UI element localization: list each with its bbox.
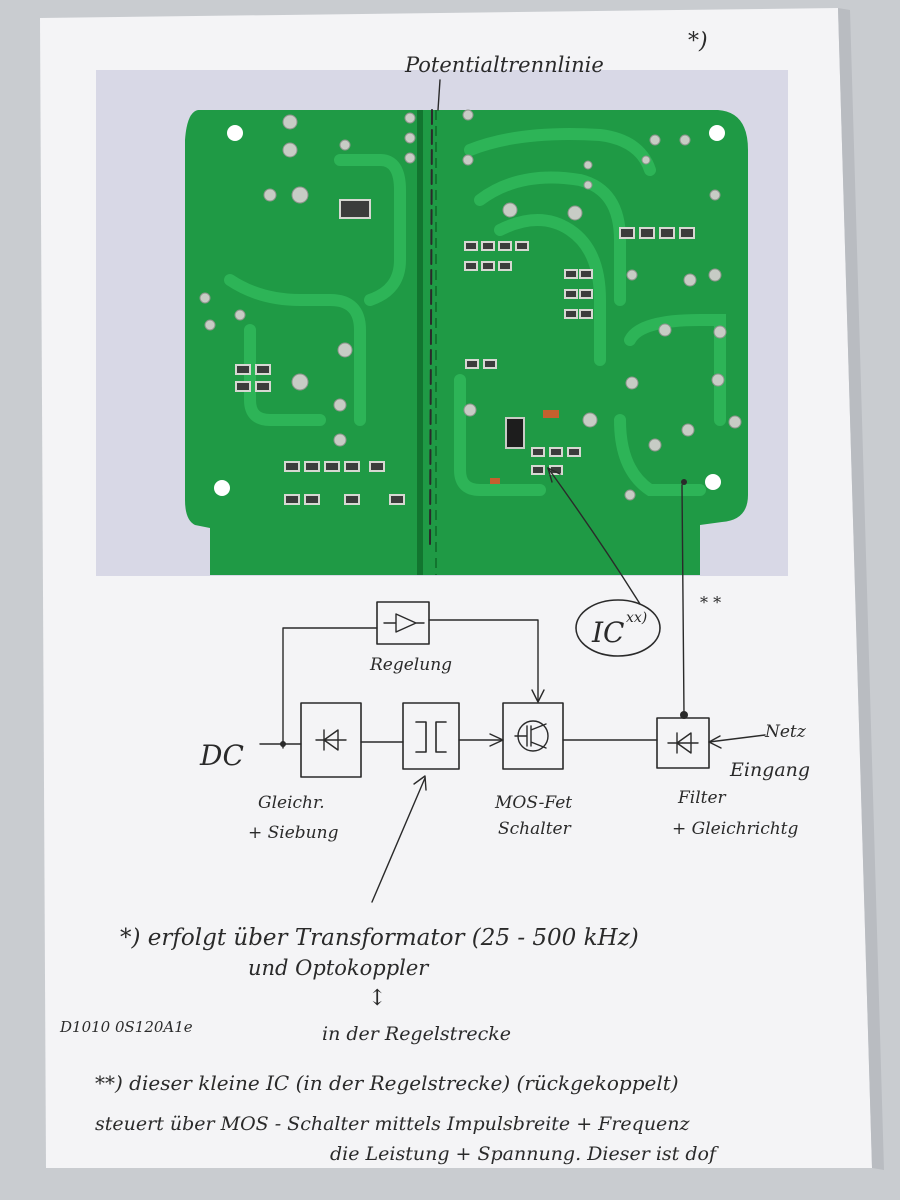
mosfet-label-2: Schalter — [498, 819, 572, 839]
regelung-block — [376, 601, 430, 645]
mounting-hole — [705, 474, 721, 490]
gleichrichter-label-2: + Siebung — [248, 823, 339, 843]
mounting-hole — [214, 480, 230, 496]
ic-callout-label: IC — [591, 616, 624, 649]
filter-block — [656, 717, 710, 769]
diode-component — [543, 410, 559, 418]
dc-label: DC — [199, 739, 244, 772]
potential-line-label: Potentialtrennlinie — [404, 53, 604, 77]
mosfet-block — [502, 702, 564, 770]
solder-pads — [199, 109, 742, 501]
eingang-label: Eingang — [729, 759, 810, 781]
potential-line-footnote-mark: *) — [688, 29, 708, 54]
mosfet-label-1: MOS-Fet — [494, 793, 572, 813]
netz-label: Netz — [764, 722, 807, 742]
gleichrichter-label-1: Gleichr. — [258, 793, 325, 813]
gleichrichter-block — [300, 702, 362, 778]
note1-arrow: ↕ — [368, 986, 386, 1011]
note2-line3: die Leistung + Spannung. Dieser ist dof — [330, 1143, 719, 1165]
transformer-block — [402, 702, 460, 770]
block-diagram — [259, 601, 766, 903]
pencil-mark: * * — [700, 593, 721, 612]
filter-label-1: Filter — [677, 788, 727, 808]
note1-line3: in der Regelstrecke — [322, 1023, 511, 1045]
mirror-print-bleed: D1010 0S120A1e — [59, 1018, 193, 1036]
regelung-label: Regelung — [369, 655, 452, 675]
pcb-photo — [96, 70, 788, 576]
potential-line-annotation — [429, 79, 441, 546]
ic-callout — [547, 467, 688, 719]
filter-label-2: + Gleichrichtg — [672, 819, 798, 839]
note1-line1: *) erfolgt über Transformator (25 - 500 … — [120, 925, 639, 951]
note2-line1: **) dieser kleine IC (in der Regelstreck… — [95, 1071, 679, 1095]
small-ic-chip — [505, 417, 525, 449]
smd-components — [235, 199, 695, 505]
note2-line2: steuert über MOS - Schalter mittels Impu… — [95, 1113, 691, 1135]
mounting-hole — [709, 125, 725, 141]
pcb-board — [185, 110, 748, 575]
ic-callout-footnote-mark: xx) — [626, 610, 647, 626]
note1-line2: und Optokoppler — [248, 956, 430, 980]
mounting-hole — [227, 125, 243, 141]
paper-shadow — [838, 8, 884, 1170]
